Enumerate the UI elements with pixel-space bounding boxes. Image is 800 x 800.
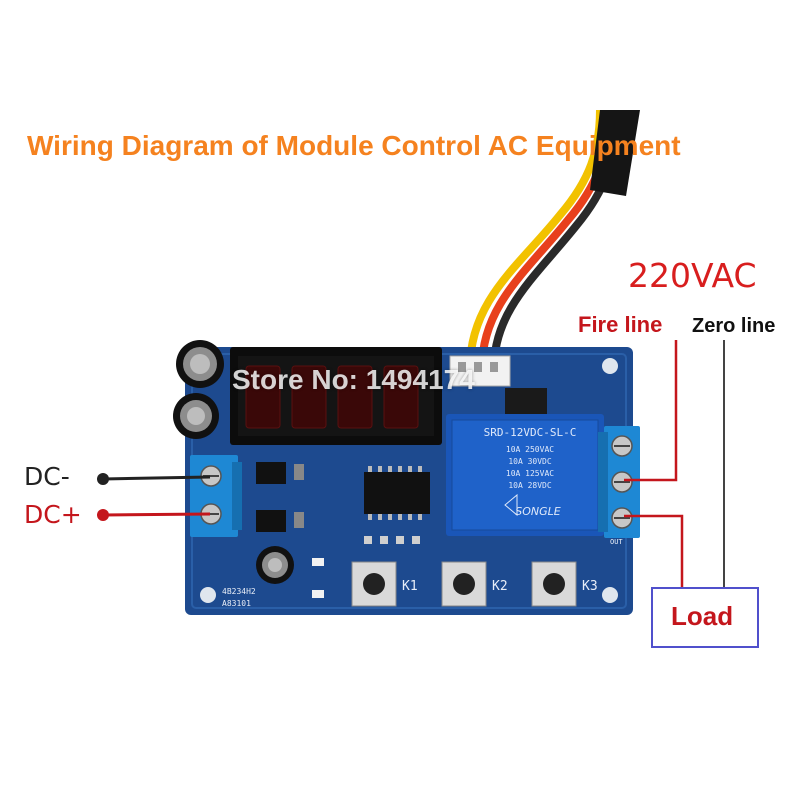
output-label: OUT: [610, 538, 623, 546]
capacitor-bottom: [173, 393, 219, 439]
store-watermark: Store No: 1494174: [232, 364, 475, 395]
seven-segment-display: [230, 347, 442, 445]
capacitor-top: [176, 340, 224, 388]
header-pads: [364, 536, 420, 544]
relay-rating-2: 10A 30VDC: [508, 457, 552, 466]
transistor: [505, 388, 547, 418]
relay-model-text: SRD-12VDC-SL-C: [484, 426, 577, 439]
relay-rating-3: 10A 125VAC: [506, 469, 554, 478]
relay: SRD-12VDC-SL-C SRD-12VDC-SL-C 10A 250VAC…: [446, 414, 604, 536]
button-k2: [441, 561, 487, 607]
status-leds: [312, 558, 324, 598]
dc-positive-label: DC+: [24, 500, 82, 529]
relay-brand-text: SONGLE: [515, 505, 561, 518]
dc-terminal-block: [190, 455, 242, 537]
sensor-cable: [466, 109, 640, 369]
button-label-k1: K1: [402, 579, 418, 594]
zero-line-label: Zero line: [692, 315, 776, 337]
supply-voltage-label: 220VAC: [628, 256, 757, 295]
dc-positive-wire: [97, 509, 211, 521]
button-k3: [531, 561, 577, 607]
output-terminal-block: [598, 426, 640, 538]
dc-negative-wire: [97, 473, 211, 485]
relay-rating-1: 10A 250VAC: [506, 445, 554, 454]
sensor-connector: [449, 355, 511, 387]
button-label-k2: K2: [492, 579, 508, 594]
fire-line-wire: [624, 340, 684, 590]
button-k1: [351, 561, 397, 607]
load-label: Load: [671, 601, 734, 631]
capacitor-small: [256, 546, 294, 584]
diagram-title: Wiring Diagram of Module Control AC Equi…: [27, 130, 681, 161]
microcontroller-chip: [364, 466, 430, 520]
board-code-1: 4B234H2: [222, 587, 256, 596]
load-box: [651, 587, 759, 648]
fire-line-label: Fire line: [578, 312, 663, 337]
regulators: [256, 462, 304, 532]
board-code-2: A83101: [222, 599, 251, 608]
relay-rating-4: 10A 28VDC: [508, 481, 552, 490]
button-label-k3: K3: [582, 579, 598, 594]
dc-negative-label: DC-: [24, 462, 70, 491]
